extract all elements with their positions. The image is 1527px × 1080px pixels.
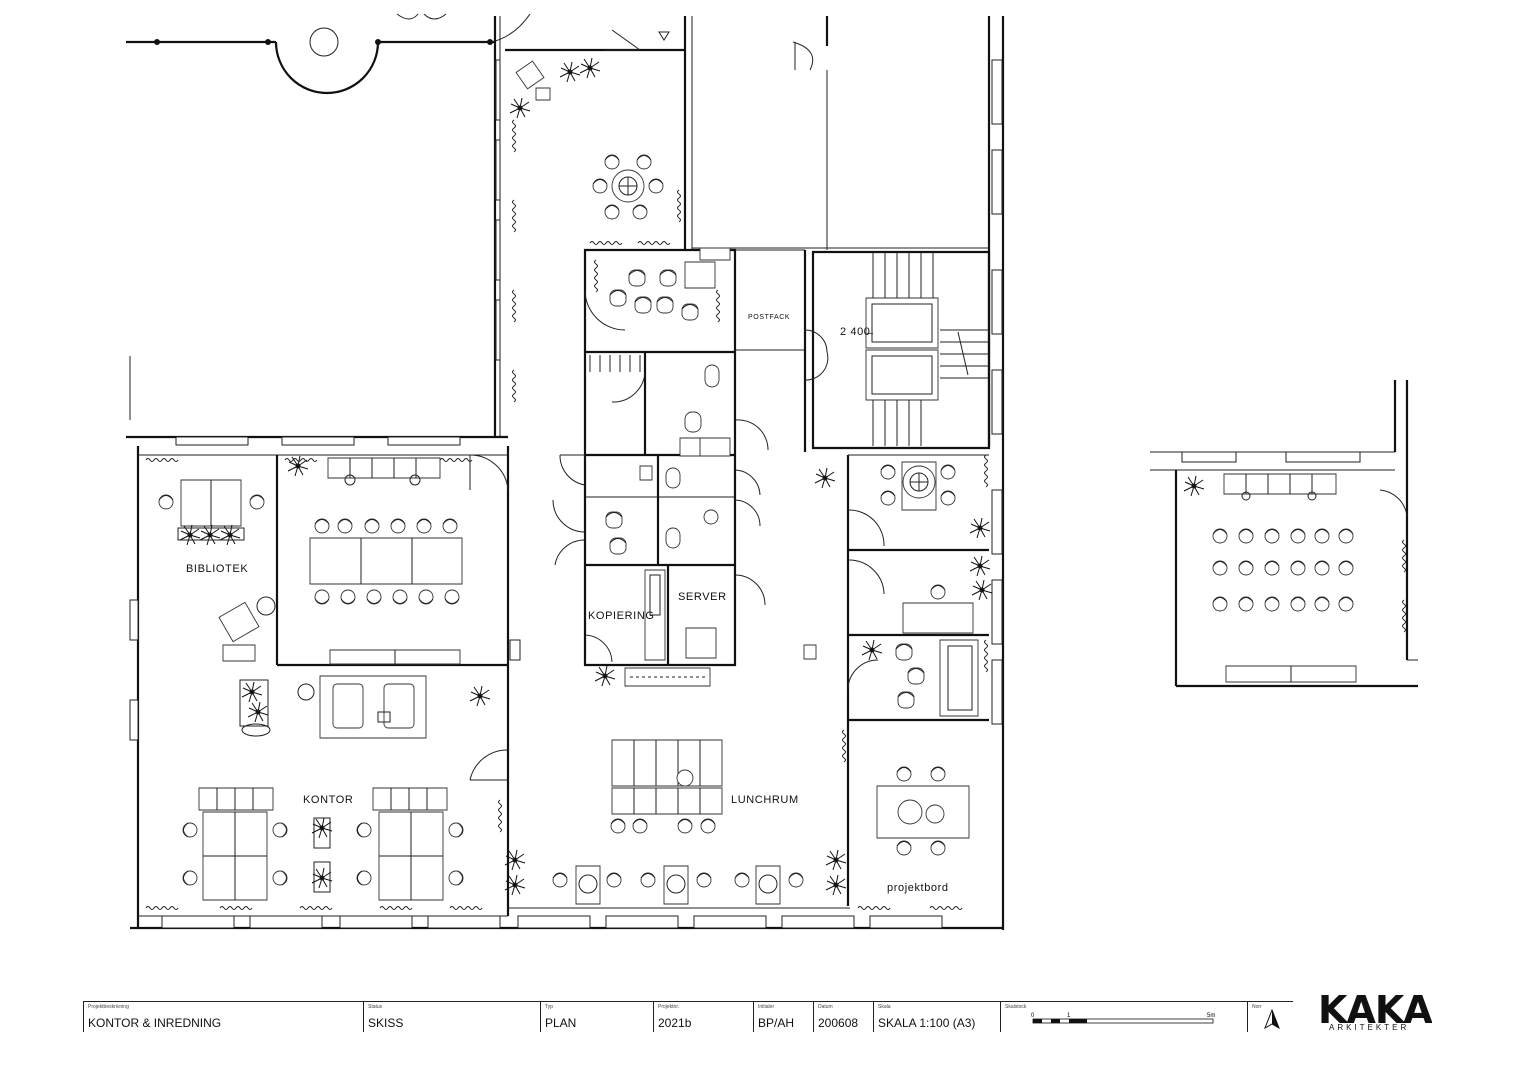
tb-type-head: Typ <box>545 1004 554 1010</box>
north-facade <box>126 14 530 93</box>
north-arrow-icon <box>1264 1008 1280 1030</box>
tb-initials: Initialer BP/AH <box>753 1002 814 1032</box>
label-kopiering: KOPIERING <box>588 610 655 622</box>
tb-project-value: KONTOR & INREDNING <box>88 1016 222 1030</box>
label-bibliotek: BIBLIOTEK <box>186 563 248 575</box>
label-postfack: POSTFACK <box>748 314 790 321</box>
tb-scalebar: Skalstock 0 1 5m <box>1000 1002 1248 1032</box>
tb-status-head: Status <box>368 1004 383 1010</box>
floor-plan: BIBLIOTEK KONTOR KOPIERING SERVER LUNCHR… <box>0 0 1527 1000</box>
tb-status-value: SKISS <box>368 1016 404 1030</box>
label-kontor: KONTOR <box>303 794 353 806</box>
scale-end: 5m <box>1207 1013 1215 1019</box>
annex-chairs <box>1212 528 1354 612</box>
tb-north: Norr <box>1247 1002 1294 1032</box>
title-block: Projektbeskrivning KONTOR & INREDNING St… <box>83 1001 1293 1032</box>
label-lunchrum: LUNCHRUM <box>731 794 799 806</box>
logo-subtitle: ARKITEKTER <box>1329 1023 1410 1032</box>
logo-mark: KAKA <box>1318 988 1432 1032</box>
annex-plan <box>1150 380 1418 686</box>
tb-project: Projektbeskrivning KONTOR & INREDNING <box>83 1002 364 1032</box>
tb-date: Datum 200608 <box>813 1002 874 1032</box>
lunch-tables-window <box>552 866 804 904</box>
windows <box>130 60 1002 928</box>
tb-status: Status SKISS <box>363 1002 541 1032</box>
tb-date-value: 200608 <box>818 1016 859 1030</box>
furniture <box>158 57 993 904</box>
label-server: SERVER <box>678 591 727 603</box>
tb-type-value: PLAN <box>545 1016 577 1030</box>
tb-north-head: Norr <box>1252 1004 1262 1010</box>
tb-projectnr: Projektnr. 2021b <box>653 1002 754 1032</box>
tb-initials-head: Initialer <box>758 1004 775 1010</box>
label-elevator-code: 2 400̶ <box>840 326 874 338</box>
walls <box>126 16 1003 930</box>
tb-scale-value: SKALA 1:100 (A3) <box>878 1016 976 1030</box>
tb-type: Typ PLAN <box>540 1002 654 1032</box>
tb-scale-head: Skala <box>878 1004 891 1010</box>
label-projektbord: projektbord <box>887 882 949 894</box>
tb-projectnr-value: 2021b <box>658 1016 692 1030</box>
scale-bar: 0 1 5m <box>1031 1013 1215 1024</box>
scale-mid: 1 <box>1067 1013 1071 1019</box>
tb-projectnr-head: Projektnr. <box>658 1004 680 1010</box>
tb-scale: Skala SKALA 1:100 (A3) <box>873 1002 1001 1032</box>
tb-initials-value: BP/AH <box>758 1016 795 1030</box>
scale-start: 0 <box>1031 1013 1035 1019</box>
tb-scalebar-head: Skalstock <box>1005 1004 1027 1010</box>
doors <box>470 30 884 780</box>
tb-project-head: Projektbeskrivning <box>88 1004 129 1010</box>
tb-date-head: Datum <box>818 1004 833 1010</box>
kaka-logo: KAKA <box>1318 988 1432 1032</box>
